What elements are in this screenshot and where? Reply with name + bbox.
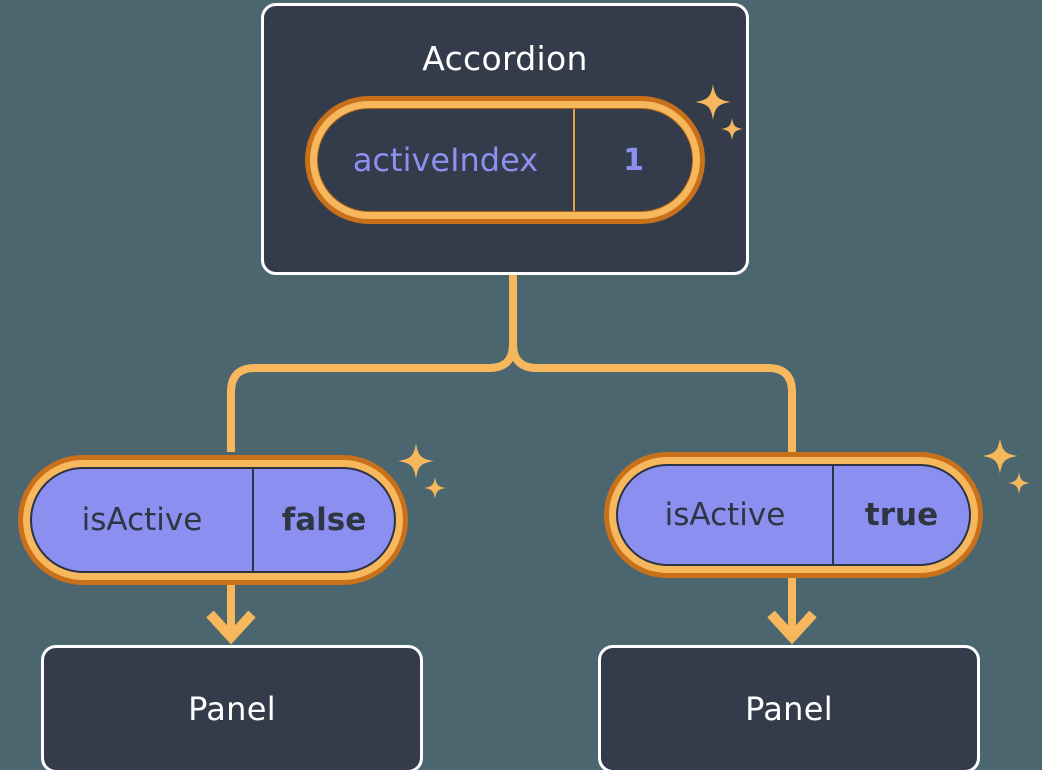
arrow-left-head: [206, 610, 256, 645]
prop-pill-isactive-false[interactable]: isActive false: [18, 455, 408, 585]
state-pill-value: 1: [623, 142, 644, 178]
pill-core: activeIndex 1: [317, 108, 693, 212]
state-pill-activeindex[interactable]: activeIndex 1: [305, 96, 705, 224]
prop-pill-isactive-true[interactable]: isActive true: [604, 452, 983, 578]
pill-inner-ring: activeIndex 1: [310, 101, 700, 219]
panel-title: Panel: [188, 690, 276, 728]
pill-inner-ring: isActive false: [23, 460, 403, 580]
arrow-right-group: [767, 578, 817, 645]
accordion-title: Accordion: [422, 39, 588, 78]
panel-component-card-left[interactable]: Panel: [41, 645, 423, 770]
panel-title: Panel: [745, 690, 833, 728]
connector-branch-left: [227, 343, 517, 452]
prop-pill-value: false: [281, 502, 367, 538]
sparkle-four-point-icon: [982, 438, 1030, 494]
pill-inner-ring: isActive true: [609, 457, 978, 573]
arrow-right-head: [767, 610, 817, 645]
prop-pill-key: isActive: [618, 466, 834, 564]
pill-core: isActive true: [616, 464, 971, 566]
connector-branch-right: [509, 343, 796, 452]
prop-pill-value: true: [864, 497, 939, 533]
arrow-left-group: [206, 585, 256, 645]
panel-component-card-right[interactable]: Panel: [598, 645, 980, 770]
state-pill-key: activeIndex: [318, 109, 575, 211]
prop-pill-key: isActive: [32, 469, 254, 571]
pill-core: isActive false: [30, 467, 396, 573]
